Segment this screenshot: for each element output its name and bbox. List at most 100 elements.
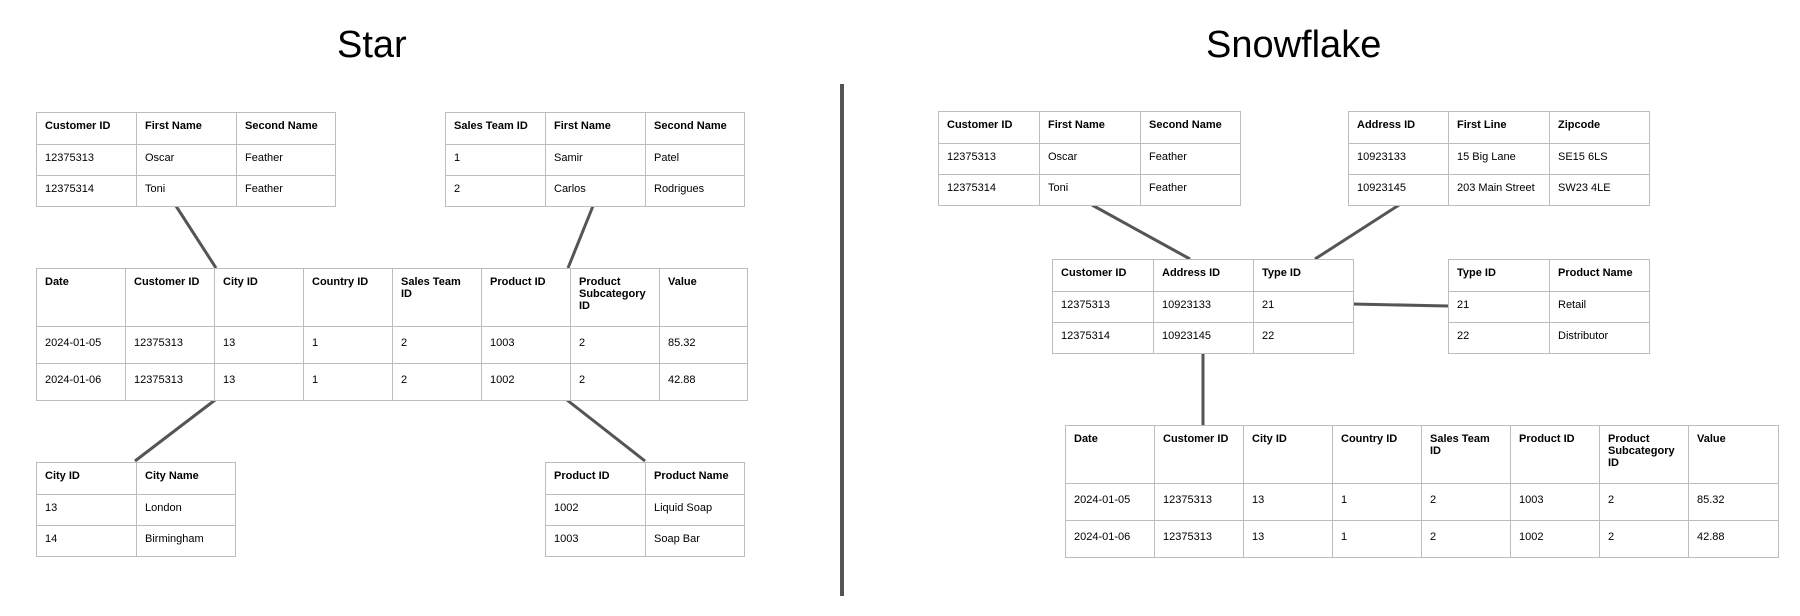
cell: 1002 [1510, 520, 1600, 558]
header-cell: Customer ID [1154, 425, 1244, 484]
cell: 21 [1448, 291, 1550, 323]
cell: 12375313 [1154, 483, 1244, 521]
table-row: 12375314 Toni Feather [938, 174, 1241, 206]
header-cell: Date [36, 268, 126, 327]
header-cell: Value [659, 268, 748, 327]
table-row: 2024-01-05 12375313 13 1 2 1003 2 85.32 [1065, 483, 1779, 521]
table-row: 12375314 10923145 22 [1052, 322, 1354, 354]
cell: 10923133 [1348, 143, 1449, 175]
cell: 12375314 [1052, 322, 1154, 354]
cell: 1003 [1510, 483, 1600, 521]
header-cell: City ID [1243, 425, 1333, 484]
cell: 85.32 [1688, 483, 1779, 521]
header-cell: Sales Team ID [1421, 425, 1511, 484]
snowflake-address-table: Address ID First Line Zipcode 10923133 1… [1348, 111, 1650, 206]
header-cell: City ID [36, 462, 137, 495]
header-cell: City ID [214, 268, 304, 327]
header-cell: Product Name [1549, 259, 1650, 292]
header-cell: Customer ID [1052, 259, 1154, 292]
header-cell: Product Subcategory ID [570, 268, 660, 327]
header-cell: Product ID [1510, 425, 1600, 484]
cell: 2 [1421, 520, 1511, 558]
cell: 13 [1243, 520, 1333, 558]
header-cell: Customer ID [36, 112, 137, 145]
header-cell: Value [1688, 425, 1779, 484]
cell: 12375313 [1154, 520, 1244, 558]
cell: Feather [1140, 174, 1241, 206]
snowflake-address-connector [1314, 203, 1400, 261]
cell: 2 [1599, 483, 1689, 521]
cell: 1 [1332, 520, 1422, 558]
table-row: 12375314 Toni Feather [36, 175, 336, 207]
cell: 203 Main Street [1448, 174, 1550, 206]
cell: 13 [214, 326, 304, 364]
cell: Samir [545, 144, 646, 176]
header-cell: First Name [545, 112, 646, 145]
header-cell: Customer ID [938, 111, 1040, 144]
cell: Toni [1039, 174, 1141, 206]
table-row: 2024-01-05 12375313 13 1 2 1003 2 85.32 [36, 326, 748, 364]
cell: 13 [36, 494, 137, 526]
cell: 85.32 [659, 326, 748, 364]
table-row: 14 Birmingham [36, 525, 236, 557]
cell: 12375313 [36, 144, 137, 176]
header-cell: First Name [1039, 111, 1141, 144]
cell: 2 [445, 175, 546, 207]
cell: Patel [645, 144, 745, 176]
cell: 14 [36, 525, 137, 557]
header-cell: Sales Team ID [392, 268, 482, 327]
cell: 42.88 [1688, 520, 1779, 558]
header-cell: Product ID [481, 268, 571, 327]
cell: 1003 [545, 525, 646, 557]
table-row: 2 Carlos Rodrigues [445, 175, 745, 207]
table-row: 10923145 203 Main Street SW23 4LE [1348, 174, 1650, 206]
cell: 12375314 [36, 175, 137, 207]
cell: Distributor [1549, 322, 1650, 354]
cell: Carlos [545, 175, 646, 207]
snowflake-fact-table: Date Customer ID City ID Country ID Sale… [1065, 425, 1779, 558]
snowflake-customer-connector [1091, 203, 1191, 261]
header-cell: Sales Team ID [445, 112, 546, 145]
cell: SW23 4LE [1549, 174, 1650, 206]
cell: 12375313 [1052, 291, 1154, 323]
table-row: 1002 Liquid Soap [545, 494, 745, 526]
cell: 1 [445, 144, 546, 176]
table-row: 22 Distributor [1448, 322, 1650, 354]
header-cell: Customer ID [125, 268, 215, 327]
table-row: 13 London [36, 494, 236, 526]
cell: Liquid Soap [645, 494, 745, 526]
star-product-table: Product ID Product Name 1002 Liquid Soap… [545, 462, 745, 557]
cell: Rodrigues [645, 175, 745, 207]
snowflake-type-table: Type ID Product Name 21 Retail 22 Distri… [1448, 259, 1650, 354]
cell: 2024-01-05 [1065, 483, 1155, 521]
cell: 2024-01-05 [36, 326, 126, 364]
cell: 21 [1253, 291, 1354, 323]
cell: 42.88 [659, 363, 748, 401]
table-row: 10923133 15 Big Lane SE15 6LS [1348, 143, 1650, 175]
header-cell: Second Name [645, 112, 745, 145]
header-cell: Product ID [545, 462, 646, 495]
cell: 2 [570, 363, 660, 401]
cell: 1 [303, 363, 393, 401]
star-customer-connector [174, 205, 218, 269]
header-cell: Type ID [1253, 259, 1354, 292]
header-cell: Second Name [1140, 111, 1241, 144]
cell: 12375313 [125, 363, 215, 401]
cell: 2 [1421, 483, 1511, 521]
cell: Oscar [136, 144, 237, 176]
cell: 10923133 [1153, 291, 1254, 323]
header-cell: Product Name [645, 462, 745, 495]
cell: 2 [392, 326, 482, 364]
cell: Feather [236, 144, 336, 176]
table-row: 1 Samir Patel [445, 144, 745, 176]
cell: 12375314 [938, 174, 1040, 206]
table-row: 2024-01-06 12375313 13 1 2 1002 2 42.88 [1065, 520, 1779, 558]
star-title: Star [337, 24, 407, 66]
section-divider [840, 84, 844, 596]
cell: Feather [1140, 143, 1241, 175]
header-cell: Country ID [1332, 425, 1422, 484]
snowflake-link-table: Customer ID Address ID Type ID 12375313 … [1052, 259, 1354, 354]
star-city-connector [134, 398, 216, 463]
cell: 1 [1332, 483, 1422, 521]
